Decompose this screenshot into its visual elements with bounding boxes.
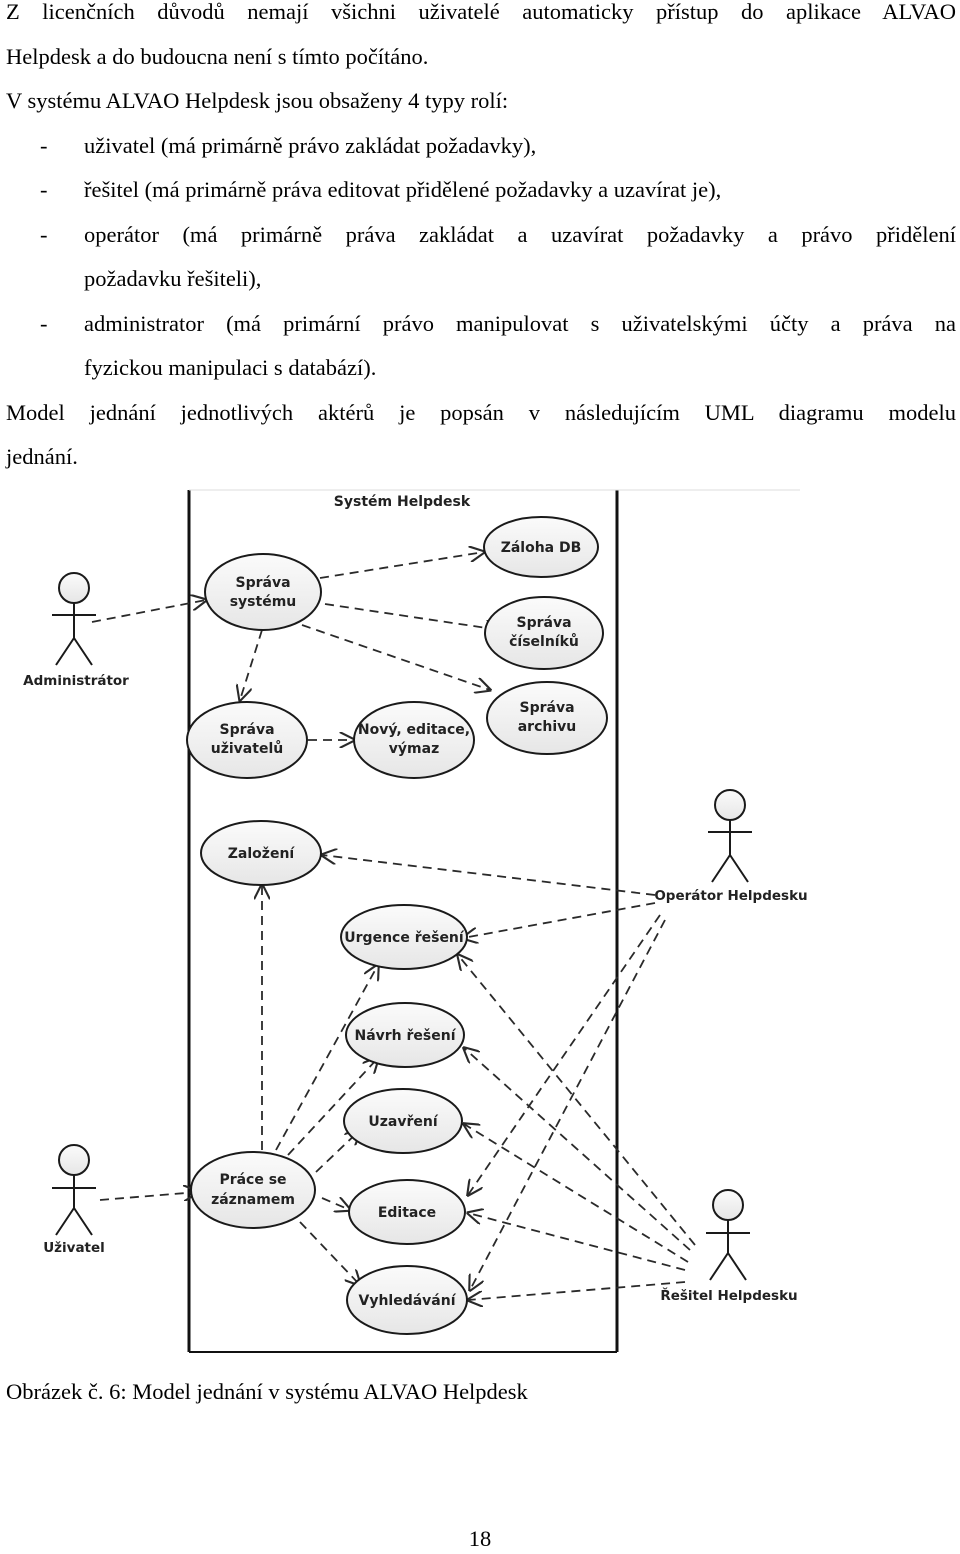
body-text: Z licenčních důvodů nemají všichni uživa… (6, 0, 956, 480)
svg-text:Založení: Založení (228, 846, 296, 862)
system-label: Systém Helpdesk (334, 494, 471, 510)
use-case-sprava-archivu: Správa archivu (486, 681, 608, 755)
paragraph-line: Z licenčních důvodů nemají všichni uživa… (6, 0, 956, 24)
use-case-navrh-reseni: Návrh řešení (345, 1002, 465, 1068)
system-boundary (187, 489, 800, 1353)
use-case-sprava-uzivatelu: Správa uživatelů (186, 701, 308, 779)
page-number: 18 (468, 1526, 492, 1551)
role-text: operátor (má primárně práva zakládat a u… (84, 221, 956, 247)
actor-user-label: Uživatel (43, 1240, 105, 1256)
role-text: administrator (má primární právo manipul… (84, 310, 956, 336)
svg-text:Správa: Správa (519, 700, 574, 716)
use-case-zalozeni: Založení (200, 820, 322, 886)
svg-text:systému: systému (230, 594, 297, 610)
use-case-sprava-systemu: Správa systému (204, 553, 322, 631)
svg-text:výmaz: výmaz (389, 741, 439, 757)
bullet-dash: - (40, 177, 48, 202)
role-text: uživatel (má primárně právo zakládat pož… (84, 132, 537, 158)
role-text: řešitel (má primárně práva editovat přid… (84, 177, 722, 202)
use-case-prace-se-zaznamem: Práce se záznamem (190, 1151, 316, 1229)
role-list-item: - řešitel (má primárně práva editovat př… (6, 168, 956, 213)
svg-text:Uzavření: Uzavření (368, 1114, 438, 1130)
svg-text:Záloha DB: Záloha DB (501, 540, 582, 556)
role-list-item: - administrator (má primární právo manip… (6, 302, 956, 347)
paragraph-line: Model jednání jednotlivých aktérů je pop… (6, 399, 956, 425)
actor-administrator-icon (52, 572, 96, 666)
svg-text:Správa: Správa (219, 722, 274, 738)
actor-solver-label: Řešitel Helpdesku (660, 1287, 797, 1304)
figure-caption: Obrázek č. 6: Model jednání v systému AL… (6, 1379, 528, 1404)
bullet-dash: - (40, 310, 48, 336)
svg-text:Urgence řešení: Urgence řešení (344, 930, 465, 946)
svg-text:Editace: Editace (378, 1205, 436, 1221)
svg-text:záznamem: záznamem (211, 1192, 295, 1208)
bullet-dash: - (40, 132, 48, 158)
role-text-continuation: fyzickou manipulaci s databází). (84, 355, 377, 380)
actor-administrator-label: Administrátor (23, 673, 129, 689)
use-case-uzavreni: Uzavření (343, 1088, 463, 1154)
svg-text:Práce se: Práce se (219, 1172, 286, 1188)
use-case-novy-editace-vymaz: Nový, editace, výmaz (353, 701, 475, 779)
paragraph-line: V systému ALVAO Helpdesk jsou obsaženy 4… (6, 88, 509, 113)
use-case-editace: Editace (348, 1179, 466, 1245)
actor-operator-icon (708, 789, 752, 883)
svg-text:Nový, editace,: Nový, editace, (358, 722, 470, 738)
actor-user-icon (52, 1144, 96, 1236)
svg-text:uživatelů: uživatelů (211, 740, 283, 757)
role-text-continuation: požadavku řešiteli), (84, 266, 262, 291)
actor-operator-label: Operátor Helpdesku (654, 888, 807, 904)
use-case-zaloha-db: Záloha DB (483, 516, 599, 578)
use-case-vyhledavani: Vyhledávání (346, 1265, 468, 1335)
svg-text:archivu: archivu (518, 719, 577, 735)
svg-text:Návrh řešení: Návrh řešení (354, 1028, 456, 1044)
svg-text:Správa: Správa (235, 575, 290, 591)
role-list-item: - uživatel (má primárně právo zakládat p… (6, 124, 956, 169)
use-case-urgence-reseni: Urgence řešení (340, 904, 468, 970)
uml-use-case-diagram: Systém Helpdesk Správa sy (23, 489, 808, 1353)
svg-text:Vyhledávání: Vyhledávání (358, 1293, 456, 1309)
paragraph-line: Helpdesk a do budoucna není s tímto počí… (6, 43, 429, 69)
role-list-item: - operátor (má primárně práva zakládat a… (6, 213, 956, 258)
actor-solver-icon (706, 1189, 750, 1281)
paragraph-line: jednání. (6, 444, 78, 469)
use-case-sprava-ciselniku: Správa číselníků (484, 596, 604, 670)
bullet-dash: - (40, 221, 48, 247)
svg-text:Správa: Správa (516, 615, 571, 631)
svg-text:číselníků: číselníků (509, 633, 579, 650)
